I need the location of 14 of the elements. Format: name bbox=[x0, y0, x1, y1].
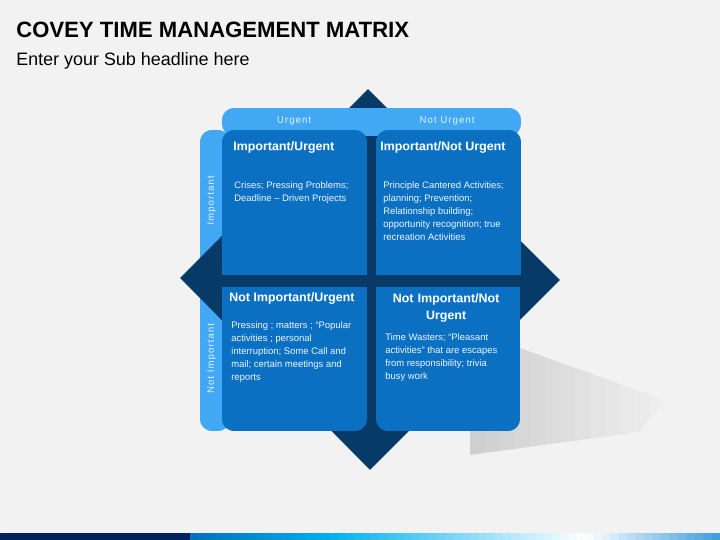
quadrant-heading: Not Important/Urgent bbox=[230, 292, 354, 304]
quadrant-heading: Not Important/Not Urgent bbox=[394, 293, 500, 322]
band-label: Not Urgent bbox=[420, 116, 474, 125]
band-label: Urgent bbox=[278, 116, 311, 125]
band-label: Important bbox=[207, 176, 216, 224]
quadrant-heading: Important/Not Urgent bbox=[381, 141, 506, 153]
subtitle: Enter your Sub headline here bbox=[18, 52, 249, 69]
title: COVEY TIME MANAGEMENT MATRIX bbox=[17, 22, 409, 38]
quadrant-text: Pressing ; matters ; “Popular activities ; personal interruption; Some Call and mail; certain meetings and reports bbox=[232, 321, 351, 382]
quadrant-heading: Important/Urgent bbox=[234, 141, 334, 153]
quadrant-text: Crises; Pressing Problems; Deadline – Driven Projects bbox=[234, 181, 348, 203]
quadrant-text: Principle Cantered Activities; planning; Prevention; Relationship building; opportunity recognition; true recreation Activities bbox=[384, 181, 503, 240]
quadrant-text: Time Wasters; “Pleasant activities” that are escapes from responsibility; trivia busy work bbox=[385, 333, 497, 381]
band-label: Not Important bbox=[207, 323, 216, 392]
